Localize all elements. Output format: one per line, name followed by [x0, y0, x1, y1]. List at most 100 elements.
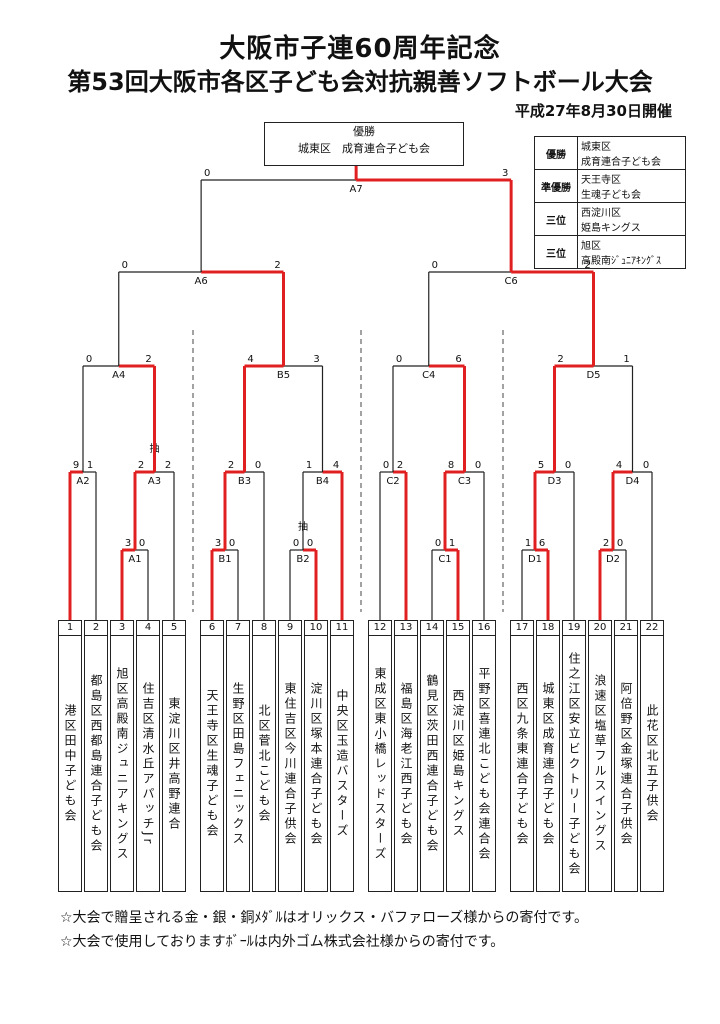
score-left: 2	[603, 538, 609, 549]
result-team: 天王寺区生魂子ども会	[577, 169, 686, 203]
game-label: B5	[277, 370, 290, 381]
score-right: 0	[307, 538, 313, 549]
result-team-name: 生魂子ども会	[581, 190, 641, 201]
team-number: 7	[227, 621, 249, 636]
result-row: 三位 旭区高殿南ｼﾞｭﾆｱｷﾝｸﾞｽ	[534, 235, 686, 269]
team-number: 19	[563, 621, 585, 636]
team-name: 住吉区清水丘アパッチJr	[141, 681, 155, 847]
score-left: 4	[616, 460, 622, 471]
score-left: 1	[306, 460, 312, 471]
game-label: A7	[350, 184, 363, 195]
score-left: 2	[138, 460, 144, 471]
team-name: 生野区田島フェニックス	[231, 681, 245, 847]
score-right: 1	[623, 354, 629, 365]
tournament-bracket: A130A291A322抽A402B130B200抽B320B414B543C1…	[68, 166, 653, 620]
page-subtitle: 第53回大阪市各区子ども会対抗親善ソフトボール大会	[67, 68, 653, 96]
team-name: 東淀川区井高野連合	[167, 696, 181, 832]
team-number: 9	[279, 621, 301, 636]
score-right: 0	[617, 538, 623, 549]
result-team: 旭区高殿南ｼﾞｭﾆｱｷﾝｸﾞｽ	[577, 235, 686, 269]
score-left: 3	[125, 538, 131, 549]
team-name: 此花区北五子供会	[645, 704, 659, 824]
game-label: C6	[504, 276, 517, 287]
score-left: 5	[538, 460, 544, 471]
team-name: 西淀川区姫島キングス	[451, 689, 465, 839]
game-label: C2	[386, 476, 399, 487]
team-number: 11	[331, 621, 353, 636]
team-entry: 22 此花区北五子供会	[640, 620, 664, 892]
score-left: 0	[86, 354, 92, 365]
game-label: D4	[625, 476, 639, 487]
game-label: C3	[458, 476, 471, 487]
team-entry: 15 西淀川区姫島キングス	[446, 620, 470, 892]
team-name: 住之江区安立ビクトリー子ども会	[567, 651, 581, 877]
game-label: B4	[316, 476, 329, 487]
team-entry: 7 生野区田島フェニックス	[226, 620, 250, 892]
score-right: 0	[139, 538, 145, 549]
note-medals: ☆大会で贈呈される金・銀・銅ﾒﾀﾞﾙはオリックス・バファローズ様からの寄付です。	[60, 910, 589, 926]
score-right: 0	[475, 460, 481, 471]
team-name: 城東区成育連合子ども会	[541, 681, 555, 847]
team-name: 淀川区塚本連合子ども会	[309, 681, 323, 847]
result-team-name: 高殿南ｼﾞｭﾆｱｷﾝｸﾞｽ	[581, 256, 661, 267]
score-right: 6	[455, 354, 461, 365]
team-number: 3	[111, 621, 133, 636]
score-left: 3	[215, 538, 221, 549]
game-label: A1	[128, 554, 141, 565]
score-left: 9	[73, 460, 79, 471]
team-entry: 19 住之江区安立ビクトリー子ども会	[562, 620, 586, 892]
game-label: B3	[238, 476, 251, 487]
score-left: 0	[432, 260, 438, 271]
team-number: 18	[537, 621, 559, 636]
score-left: 2	[557, 354, 563, 365]
game-label: A4	[112, 370, 125, 381]
team-number: 10	[305, 621, 327, 636]
team-number: 2	[85, 621, 107, 636]
result-team: 西淀川区姫島キングス	[577, 202, 686, 236]
game-label: B1	[218, 554, 231, 565]
champion-box: 優勝 城東区 成育連合子ども会	[264, 122, 464, 166]
team-name: 東成区東小橋レッドスターズ	[373, 666, 387, 862]
score-left: 1	[525, 538, 531, 549]
team-name: 鶴見区茨田西連合子ども会	[425, 674, 439, 854]
score-left: 4	[247, 354, 253, 365]
result-team: 城東区成育連合子ども会	[577, 136, 686, 170]
result-team-ward: 西淀川区	[581, 208, 621, 219]
team-name: 天王寺区生魂子ども会	[205, 689, 219, 839]
score-left: 0	[435, 538, 441, 549]
team-number: 1	[59, 621, 81, 636]
game-label: C1	[438, 554, 451, 565]
game-label: D1	[528, 554, 542, 565]
notes: ☆大会で贈呈される金・銀・銅ﾒﾀﾞﾙはオリックス・バファローズ様からの寄付です。…	[60, 906, 700, 954]
score-left: 0	[293, 538, 299, 549]
team-name: 東住吉区今川連合子供会	[283, 681, 297, 847]
team-entry: 9 東住吉区今川連合子供会	[278, 620, 302, 892]
team-entry: 18 城東区成育連合子ども会	[536, 620, 560, 892]
team-number: 22	[641, 621, 663, 636]
score-right: 2	[397, 460, 403, 471]
score-right: 3	[313, 354, 319, 365]
team-number: 15	[447, 621, 469, 636]
game-label: A3	[148, 476, 161, 487]
team-name: 北区菅北こども会	[257, 704, 271, 824]
team-number: 17	[511, 621, 533, 636]
team-number: 4	[137, 621, 159, 636]
result-row: 優勝 城東区成育連合子ども会	[534, 136, 686, 170]
score-right: 6	[539, 538, 545, 549]
note-balls: ☆大会で使用しておりますﾎﾞｰﾙは内外ゴム株式会社様からの寄付です。	[60, 934, 505, 950]
result-row: 三位 西淀川区姫島キングス	[534, 202, 686, 236]
score-right: 3	[502, 168, 508, 179]
team-entry: 10 淀川区塚本連合子ども会	[304, 620, 328, 892]
score-left: 0	[122, 260, 128, 271]
champion-label: 優勝	[353, 125, 375, 138]
game-label: A2	[76, 476, 89, 487]
team-name: 西区九条東連合子ども会	[515, 681, 529, 847]
